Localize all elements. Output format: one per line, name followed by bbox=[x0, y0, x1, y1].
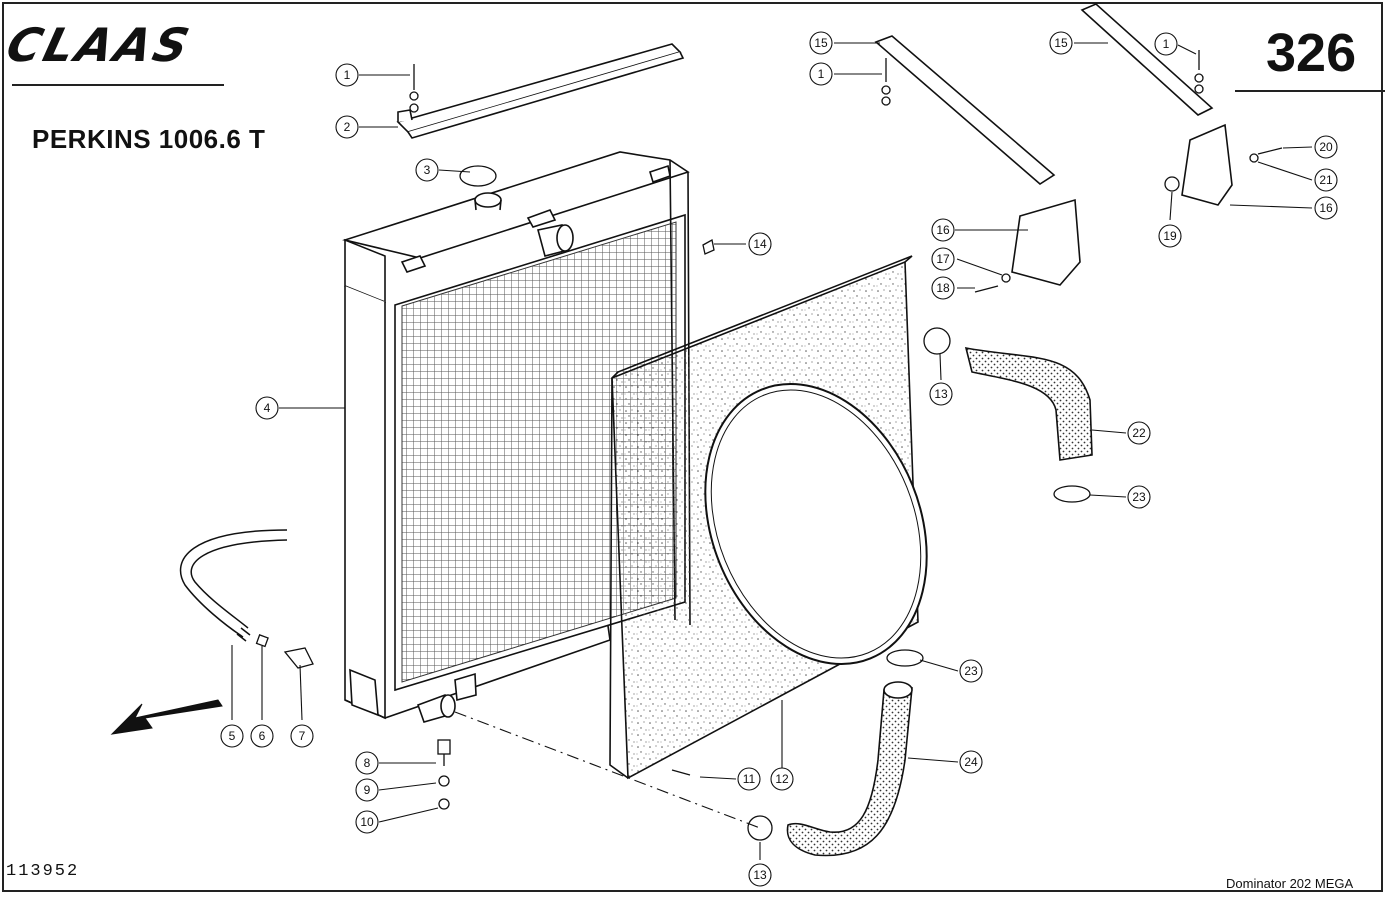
svg-text:12: 12 bbox=[775, 772, 789, 786]
svg-text:13: 13 bbox=[753, 868, 767, 882]
svg-text:15: 15 bbox=[1054, 36, 1068, 50]
svg-text:8: 8 bbox=[364, 756, 371, 770]
svg-text:24: 24 bbox=[964, 755, 978, 769]
callout-24-lower-hose: 24 bbox=[959, 750, 983, 774]
callout-12-fan-shroud: 12 bbox=[770, 767, 794, 791]
callout-19-nut: 19 bbox=[1158, 224, 1182, 248]
fan-shroud bbox=[609, 255, 928, 780]
callout-6-clip: 6 bbox=[250, 724, 274, 748]
svg-text:18: 18 bbox=[936, 281, 950, 295]
assembly-axis-line bbox=[454, 711, 761, 829]
direction-arrow bbox=[110, 699, 223, 735]
callout-1-bolt-strut-right: 1 bbox=[1154, 32, 1178, 56]
hardware bbox=[255, 50, 1283, 841]
callout-3-radiator-cap: 3 bbox=[415, 158, 439, 182]
svg-text:16: 16 bbox=[1319, 201, 1333, 215]
svg-text:1: 1 bbox=[344, 68, 351, 82]
overflow-hose bbox=[179, 529, 288, 642]
svg-text:17: 17 bbox=[936, 252, 950, 266]
callout-7-drain-valve: 7 bbox=[290, 724, 314, 748]
support-struts bbox=[874, 3, 1214, 185]
callout-18-bolt: 18 bbox=[931, 276, 955, 300]
page-rule bbox=[1235, 90, 1385, 92]
svg-text:6: 6 bbox=[259, 729, 266, 743]
brackets bbox=[1011, 123, 1233, 286]
svg-text:7: 7 bbox=[299, 729, 306, 743]
drawing-number: 113952 bbox=[6, 862, 80, 881]
svg-text:10: 10 bbox=[360, 815, 374, 829]
svg-text:13: 13 bbox=[934, 387, 948, 401]
callout-5-hose: 5 bbox=[220, 724, 244, 748]
callout-4-radiator: 4 bbox=[255, 396, 279, 420]
svg-text:2: 2 bbox=[344, 120, 351, 134]
leader-lines bbox=[231, 42, 1313, 860]
top-mounting-bar bbox=[396, 43, 685, 139]
brand-rule bbox=[12, 84, 224, 86]
svg-text:23: 23 bbox=[964, 664, 978, 678]
svg-text:23: 23 bbox=[1132, 490, 1146, 504]
svg-text:11: 11 bbox=[743, 772, 756, 786]
engine-title: PERKINS 1006.6 T bbox=[32, 124, 266, 154]
callout-21-washer: 21 bbox=[1314, 168, 1338, 192]
svg-text:9: 9 bbox=[364, 783, 371, 797]
svg-text:21: 21 bbox=[1319, 173, 1333, 187]
svg-text:1: 1 bbox=[1163, 37, 1170, 51]
callout-13-upper-clamp: 13 bbox=[929, 382, 953, 406]
radiator bbox=[342, 151, 691, 723]
svg-text:15: 15 bbox=[814, 36, 828, 50]
callout-16-bracket-right: 16 bbox=[1314, 196, 1338, 220]
callout-11-screw: 11 bbox=[737, 767, 761, 791]
callout-22-upper-hose: 22 bbox=[1127, 421, 1151, 445]
callout-1-bolt: 1 bbox=[335, 63, 359, 87]
callout-20-bolt: 20 bbox=[1314, 135, 1338, 159]
callout-14-clip: 14 bbox=[748, 232, 772, 256]
svg-text:20: 20 bbox=[1319, 140, 1333, 154]
callout-13-lower-clamp: 13 bbox=[748, 863, 772, 887]
svg-text:16: 16 bbox=[936, 223, 950, 237]
callout-2-top-bar: 2 bbox=[335, 115, 359, 139]
svg-text:19: 19 bbox=[1163, 229, 1177, 243]
hoses bbox=[786, 346, 1093, 857]
callout-1-bolt-strut-left: 1 bbox=[809, 62, 833, 86]
callout-17-washer: 17 bbox=[931, 247, 955, 271]
callout-23-clamp-upper: 23 bbox=[1127, 485, 1151, 509]
svg-text:3: 3 bbox=[424, 163, 431, 177]
callout-23-clamp-lower: 23 bbox=[959, 659, 983, 683]
model-label: Dominator 202 MEGA bbox=[1226, 876, 1354, 891]
callout-8-mount: 8 bbox=[355, 751, 379, 775]
svg-text:4: 4 bbox=[264, 401, 271, 415]
page-number: 326 bbox=[1266, 23, 1357, 83]
svg-text:22: 22 bbox=[1132, 426, 1146, 440]
svg-text:14: 14 bbox=[753, 237, 767, 251]
callout-15-strut-right: 15 bbox=[1049, 31, 1073, 55]
callout-16-bracket-left: 16 bbox=[931, 218, 955, 242]
svg-text:1: 1 bbox=[818, 67, 825, 81]
svg-text:5: 5 bbox=[229, 729, 236, 743]
callout-10-nut: 10 bbox=[355, 810, 379, 834]
callout-9-washer: 9 bbox=[355, 778, 379, 802]
callout-15-strut-left: 15 bbox=[809, 31, 833, 55]
